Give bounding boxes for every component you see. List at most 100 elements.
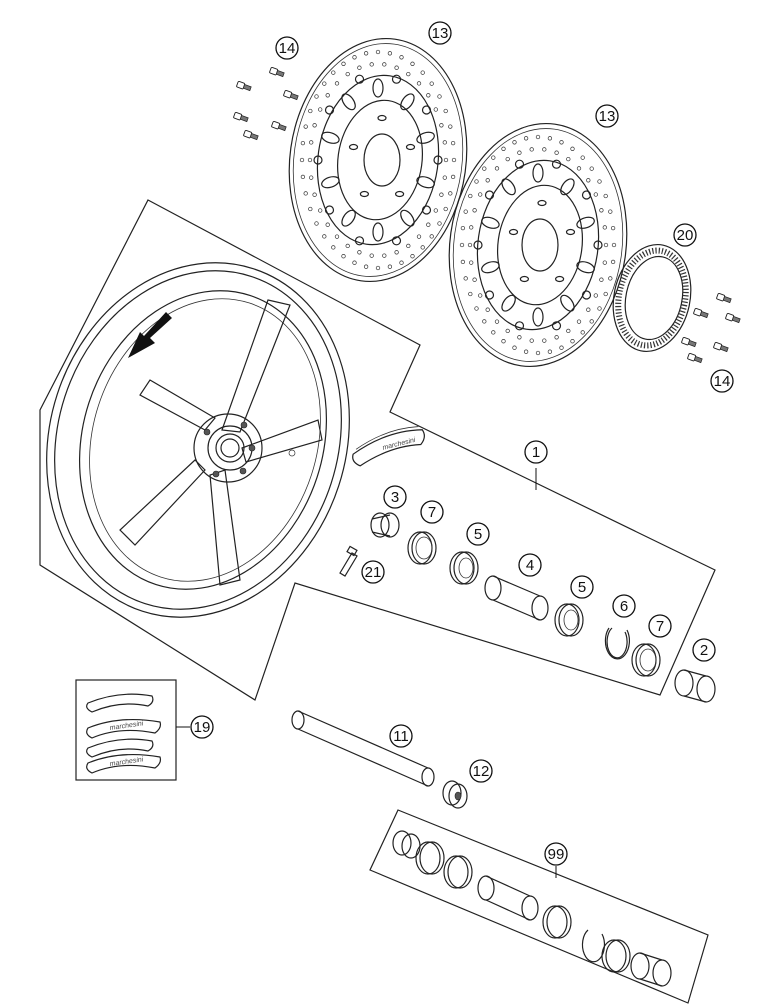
disc-hole [382,62,387,67]
disc-hole [460,259,466,265]
disc-button [313,155,323,165]
disc-hole [363,51,369,56]
callout-label: 1 [532,444,540,461]
part-12-axle-nut [442,780,468,809]
callout-circle [595,104,619,128]
disc-hole [482,319,487,324]
disc-hole [345,243,350,249]
disc-hole [303,124,308,129]
callout-label: 4 [526,557,534,574]
disc-hole [535,134,541,140]
disc-hole [589,166,594,171]
disc-hole [547,349,553,354]
disc-hole [597,306,602,311]
part-5-bearing-right [554,603,584,637]
disc-window [576,216,595,229]
disc-window [400,93,415,111]
disc-hole [312,192,317,197]
callout-11: 11 [389,724,413,748]
disc-window [560,178,575,196]
part-11-axle [291,710,435,787]
disc-hole [394,65,399,70]
callout-circle [420,500,444,524]
disc-bolt-hole [537,199,547,207]
disc-bolt-hole [395,190,405,198]
disc-hole [314,94,319,99]
disc-hole [529,147,534,152]
part-3-spacer [370,512,400,538]
disc-button [354,74,365,84]
disc-hole [309,175,314,180]
callout-label: 99 [548,846,565,863]
callout-circle [710,369,734,393]
callout-99: 99 [544,842,568,866]
disc-hole [420,70,425,75]
disc-hole [322,234,327,239]
disc-hole [308,108,313,114]
callout-circle [466,522,490,546]
disc-hole [442,140,447,145]
disc-button [484,190,495,200]
disc-hole [494,319,500,324]
disc-hole [512,345,517,350]
disc-hole [325,93,330,98]
leader-lines [176,468,557,878]
disc-hole [535,350,541,356]
disc-hole [517,335,522,340]
disc-button [421,105,432,115]
disc-hole [593,293,598,298]
disc-hole [529,338,534,343]
disc-window [501,294,516,312]
disc-hole [345,71,350,77]
callout-6: 6 [612,594,636,618]
disc-bolt-hole [405,143,416,151]
disc-hole [416,81,422,86]
callout-4: 4 [518,553,542,577]
disc-hole [443,108,448,114]
disc-hole [597,179,602,184]
callout-label: 5 [474,526,482,543]
disc-hole [491,330,496,335]
disc-button [514,321,525,331]
callout-13: 13 [428,21,452,45]
disc-hole [542,147,547,152]
disc-hole [437,221,442,226]
disc-hole [439,192,444,197]
disc-button [354,236,365,246]
disc-hole [603,193,608,199]
callout-label: 7 [656,618,664,635]
disc-hole [387,51,393,56]
disc-hole [387,264,393,269]
disc-hole [474,179,479,184]
decal-kit-brand-1: marchesini [109,720,144,732]
disc-hole [433,208,438,213]
disc-hole [566,328,571,334]
disc-hole [394,250,399,255]
disc-hole [580,155,585,160]
disc-window [576,261,595,274]
rotation-arrow-icon [128,312,172,358]
disc-window [416,131,435,144]
disc-hole [610,259,616,265]
disc-hole [603,242,609,248]
disc-hole [586,178,591,183]
disc-hole [318,107,323,112]
disc-window [560,294,575,312]
disc-button [551,159,562,169]
disc-bolt-hole [519,275,530,283]
bolt-icon [271,120,287,132]
disc-hole [369,253,374,258]
callout-circle [389,724,413,748]
callout-5: 5 [466,522,490,546]
disc-hole [450,174,456,180]
disc-hole [443,157,449,163]
part-4-spacer-tube [484,575,549,621]
disc-hole [542,338,547,343]
bolt-icon [725,312,741,324]
disc-hole [426,93,431,98]
disc-window [372,222,384,242]
disc-hole [325,222,330,227]
part-6-circlip [604,627,630,660]
disc-hole [341,61,346,66]
disc-hole [448,191,453,196]
